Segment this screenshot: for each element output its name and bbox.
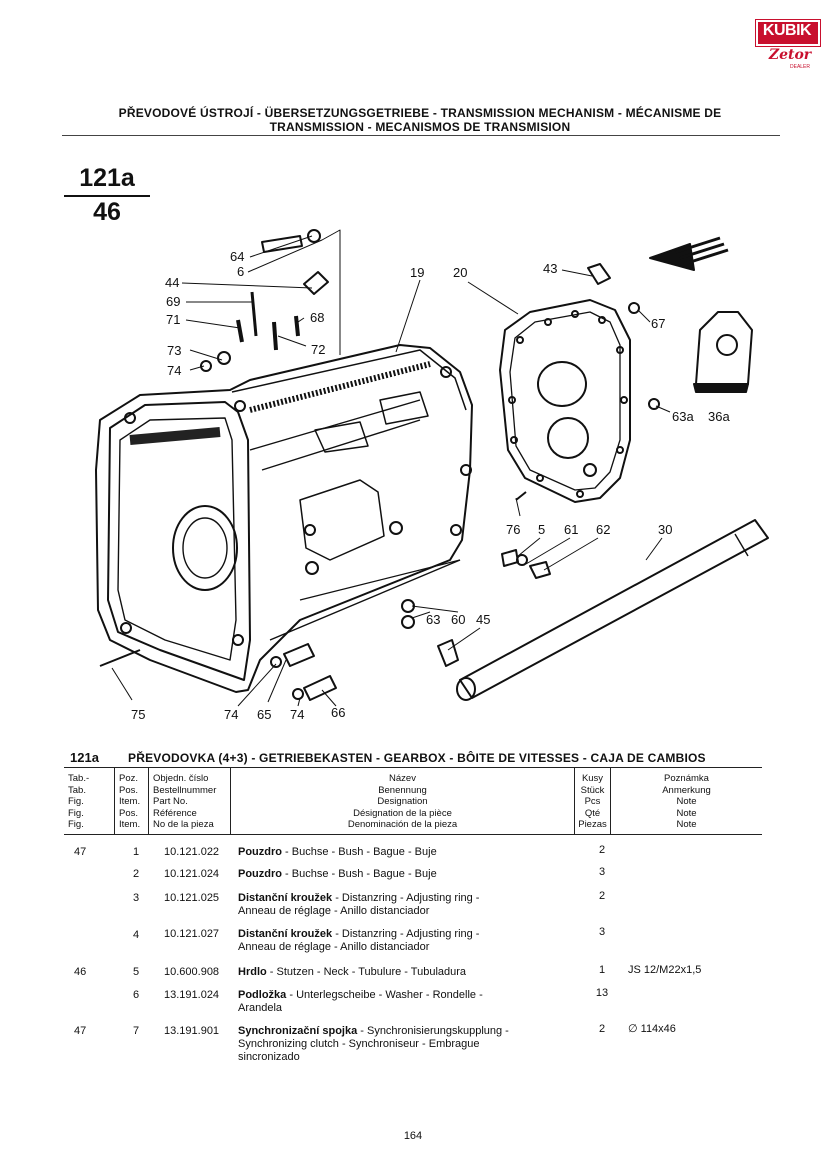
callout-6: 6 — [237, 264, 244, 279]
callout-63a: 63a — [672, 409, 694, 424]
row-7-name: Synchronizační spojka - Synchronisierung… — [238, 1025, 509, 1063]
kubik-zetor-logo: KUBIK Zetor DEALER — [756, 14, 820, 70]
row-4-name: Distanční kroužek - Distanzring - Adjust… — [238, 928, 480, 953]
row-7-part: 13.191.901 — [164, 1025, 220, 1037]
callout-labels: 64 6 44 69 71 68 72 73 74 19 20 43 67 63… — [131, 249, 730, 722]
section-number: 121a — [79, 164, 135, 192]
callout-65: 65 — [257, 707, 271, 722]
row-3-name: Distanční kroužek - Distanzring - Adjust… — [238, 892, 480, 917]
callout-61: 61 — [564, 522, 578, 537]
row-6-pos: 6 — [132, 989, 140, 1001]
cover-plate — [499, 299, 631, 503]
row-5-qty: 1 — [598, 964, 606, 976]
gearbox-exploded-diagram: 64 6 44 69 71 68 72 73 74 19 20 43 67 63… — [95, 229, 769, 722]
row-7-tab: 47 — [74, 1025, 87, 1037]
callout-30: 30 — [658, 522, 672, 537]
header-tab-col: Tab.- Tab. Fig. Fig. Fig. — [68, 773, 90, 831]
logo-brand-text: KUBIK — [762, 22, 812, 39]
page-number: 164 — [403, 1130, 423, 1142]
fasteners — [99, 229, 660, 701]
parts-table-header: Tab.- Tab. Fig. Fig. Fig. Poz. Pos. Item… — [64, 767, 762, 835]
row-1-part: 10.121.022 — [164, 846, 220, 858]
callout-62: 62 — [596, 522, 610, 537]
gasket-part — [693, 311, 753, 393]
row-5-note: JS 12/M22x1,5 — [628, 964, 702, 976]
callout-74-right: 74 — [290, 707, 304, 722]
callout-66: 66 — [331, 705, 345, 720]
header-pos-col: Poz. Pos. Item. Pos. Item. — [114, 768, 148, 834]
row-3-qty: 2 — [598, 890, 606, 902]
row-3-pos: 3 — [132, 892, 140, 904]
row-2-qty: 3 — [598, 866, 606, 878]
header-line-2: TRANSMISSION - MECANISMOS DE TRANSMISION — [269, 120, 571, 134]
header-qty-col: Kusy Stück Pcs Qté Piezas — [574, 768, 610, 834]
header-note-col: Poznámka Anmerkung Note Note Note — [610, 768, 762, 834]
row-7-pos: 7 — [132, 1025, 140, 1037]
row-4-qty: 3 — [598, 926, 606, 938]
header-line-1: PŘEVODOVÉ ÚSTROJÍ - ÜBERSETZUNGSGETRIEBE… — [118, 106, 722, 120]
callout-71: 71 — [166, 312, 180, 327]
row-6-name: Podložka - Unterlegscheibe - Washer - Ro… — [238, 989, 483, 1014]
callout-leaders — [111, 229, 671, 707]
callout-67: 67 — [651, 316, 665, 331]
shaft-part — [456, 519, 769, 701]
callout-63: 63 — [426, 612, 440, 627]
row-7-note: ∅ 114x46 — [628, 1023, 676, 1035]
page-header: PŘEVODOVÉ ÚSTROJÍ - ÜBERSETZUNGSGETRIEBE… — [100, 106, 740, 134]
row-6-qty: 13 — [595, 987, 609, 999]
row-2-name: Pouzdro - Buchse - Bush - Bague - Buje — [238, 868, 437, 880]
row-4-part: 10.121.027 — [164, 928, 220, 940]
callout-64: 64 — [230, 249, 244, 264]
callout-43: 43 — [543, 261, 557, 276]
callout-72: 72 — [311, 342, 325, 357]
callout-73: 73 — [167, 343, 181, 358]
callout-69: 69 — [166, 294, 180, 309]
logo-red-box — [756, 20, 820, 46]
row-5-name: Hrdlo - Stutzen - Neck - Tubulure - Tubu… — [238, 966, 467, 978]
table-code: 121a — [70, 750, 99, 765]
callout-68: 68 — [310, 310, 324, 325]
header-divider — [62, 135, 780, 136]
row-5-tab: 46 — [74, 966, 87, 978]
gearbox-housing — [95, 344, 473, 693]
row-6-part: 13.191.024 — [164, 989, 220, 1001]
callout-36a: 36a — [708, 409, 730, 424]
row-5-part: 10.600.908 — [164, 966, 220, 978]
section-divider — [64, 195, 150, 197]
row-1-pos: 1 — [132, 846, 140, 858]
row-7-qty: 2 — [598, 1023, 606, 1035]
callout-45: 45 — [476, 612, 490, 627]
row-2-part: 10.121.024 — [164, 868, 220, 880]
row-1-tab: 47 — [74, 846, 87, 858]
row-1-name: Pouzdro - Buchse - Bush - Bague - Buje — [238, 846, 437, 858]
callout-44: 44 — [165, 275, 179, 290]
direction-arrow-icon — [649, 236, 729, 271]
header-part-col: Objedn. číslo Bestellnummer Part No. Réf… — [148, 768, 230, 834]
row-3-part: 10.121.025 — [164, 892, 220, 904]
callout-20: 20 — [453, 265, 467, 280]
logo-tag-text: DEALER — [790, 64, 811, 70]
callout-76: 76 — [506, 522, 520, 537]
callout-60: 60 — [451, 612, 465, 627]
figure-number: 46 — [93, 198, 121, 226]
logo-sub-text: Zetor — [768, 47, 812, 63]
row-2-pos: 2 — [132, 868, 140, 880]
callout-75: 75 — [131, 707, 145, 722]
table-title: PŘEVODOVKA (4+3) - GETRIEBEKASTEN - GEAR… — [128, 751, 706, 765]
callout-5: 5 — [538, 522, 545, 537]
row-4-pos: 4 — [132, 929, 140, 941]
header-name-col: Název Benennung Designation Désignation … — [230, 768, 574, 834]
callout-19: 19 — [410, 265, 424, 280]
callout-74-left: 74 — [224, 707, 238, 722]
callout-74-top: 74 — [167, 363, 181, 378]
row-1-qty: 2 — [598, 844, 606, 856]
row-5-pos: 5 — [132, 966, 140, 978]
